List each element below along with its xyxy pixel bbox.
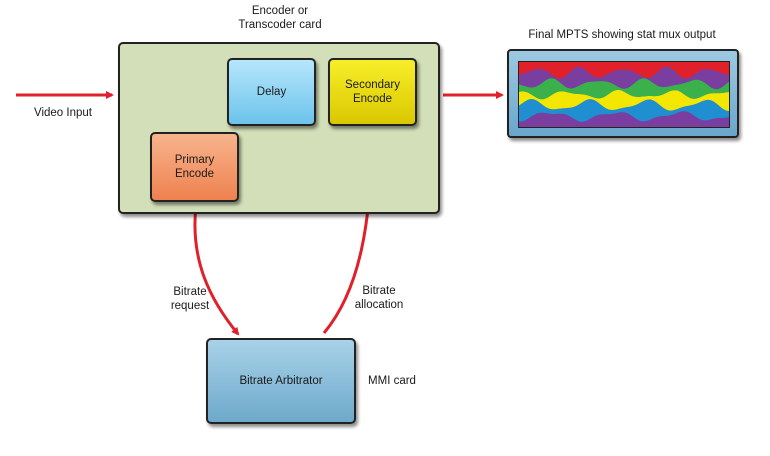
primary-encode-label: Primary Encode — [174, 154, 215, 180]
mpts-band-6 — [519, 62, 729, 79]
secondary-encode-block: Secondary Encode — [328, 58, 417, 126]
stat-mux-bands — [519, 62, 729, 127]
mpts-band-2 — [519, 98, 729, 122]
mpts-band-5 — [519, 66, 729, 90]
mpts-output-display — [507, 49, 739, 138]
bitrate-request-label: Bitrate request — [170, 286, 210, 312]
secondary-encode-label: Secondary Encode — [345, 79, 400, 105]
mpts-band-1 — [519, 111, 729, 127]
final-mpts-label: Final MPTS showing stat mux output — [528, 29, 716, 41]
primary-encode-block: Primary Encode — [150, 132, 239, 202]
delay-block: Delay — [227, 58, 316, 126]
delay-label: Delay — [256, 86, 287, 98]
bitrate-arbitrator-label: Bitrate Arbitrator — [239, 375, 323, 387]
video-input-label: Video Input — [34, 107, 92, 119]
bitrate-arbitrator-block: Bitrate Arbitrator — [206, 338, 356, 424]
mpts-band-4 — [519, 78, 729, 100]
mpts-band-3 — [519, 89, 729, 112]
bitrate-request-arrow — [193, 205, 240, 336]
mmi-card-label: MMI card — [368, 375, 416, 387]
encoder-card-label: Encoder or Transcoder card — [238, 5, 322, 31]
bitrate-allocation-label: Bitrate allocation — [354, 285, 404, 311]
